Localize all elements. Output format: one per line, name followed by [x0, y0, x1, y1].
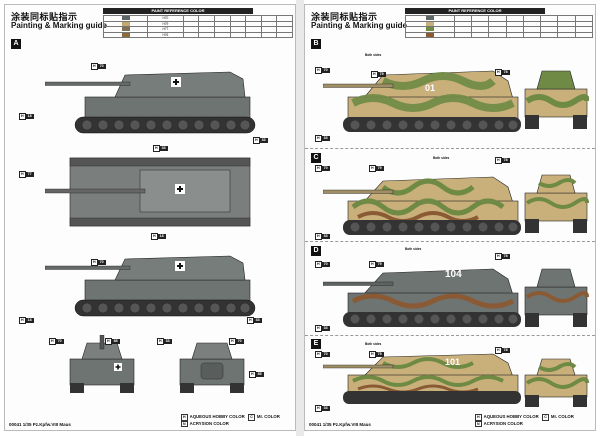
instruction-page-right: 涂装同标贴指示 Painting & Marking guide PAINT R… [304, 4, 596, 431]
turret-number-decal: 01 [425, 83, 436, 93]
tank-camo-front-d [524, 268, 589, 327]
swatch-olive [121, 27, 130, 32]
turret-number-decal: 104 [445, 269, 462, 280]
decal-note: Both sides [365, 53, 382, 57]
decal-note: Both sides [433, 156, 450, 160]
tank-camo-side-e [323, 353, 521, 404]
page-footer: 00041 1/35 Pz.Kpfw.VIII Maus [309, 422, 371, 427]
tank-camo-side-c [323, 176, 521, 235]
section-label-d: D [311, 246, 321, 256]
instruction-page-left: 涂装同标贴指示 Painting & Marking guide PAINT R… [4, 4, 296, 431]
turret-number-decal: 101 [445, 357, 461, 367]
paint-reference-title: PAINT REFERENCE COLOR [103, 8, 253, 14]
tank-camo-front-e [524, 358, 589, 407]
balkenkreuz-decal [114, 363, 122, 371]
tank-rear-view [179, 342, 245, 393]
page-gutter [296, 0, 304, 436]
title-chinese: 涂装同标贴指示 [311, 12, 378, 22]
tank-camo-side-b [323, 70, 521, 132]
section-label-a: A [11, 39, 21, 49]
title-english: Painting & Marking guide [311, 21, 408, 30]
balkenkreuz-decal [175, 261, 185, 271]
tank-camo-front-c [524, 174, 589, 233]
section-label-e: E [311, 339, 321, 349]
title-english: Painting & Marking guide [11, 21, 108, 30]
tank-side-view-2 [45, 255, 256, 317]
paint-reference-table: H70 H79 H77 H76 [102, 15, 293, 38]
section-label-b: B [311, 39, 321, 49]
swatch-brown [121, 32, 130, 37]
decal-note: Both sides [405, 247, 422, 251]
title-chinese: 涂装同标贴指示 [11, 12, 78, 22]
tank-camo-front-b [524, 70, 589, 129]
section-label-c: C [311, 153, 321, 163]
tank-side-view-1 [45, 71, 256, 134]
decal-note: Both sides [365, 342, 382, 346]
balkenkreuz-decal [171, 77, 181, 87]
tank-front-view [69, 335, 135, 393]
tank-camo-side-d [323, 268, 521, 327]
tank-top-view [45, 157, 251, 227]
paint-reference-title: PAINT REFERENCE COLOR [405, 8, 545, 14]
swatch-grey [121, 16, 130, 21]
paint-reference-table [405, 15, 594, 38]
swatch-sand [121, 21, 130, 26]
page-footer: 00041 1/35 Pz.Kpfw.VIII Maus [9, 422, 71, 427]
balkenkreuz-decal [175, 184, 185, 194]
